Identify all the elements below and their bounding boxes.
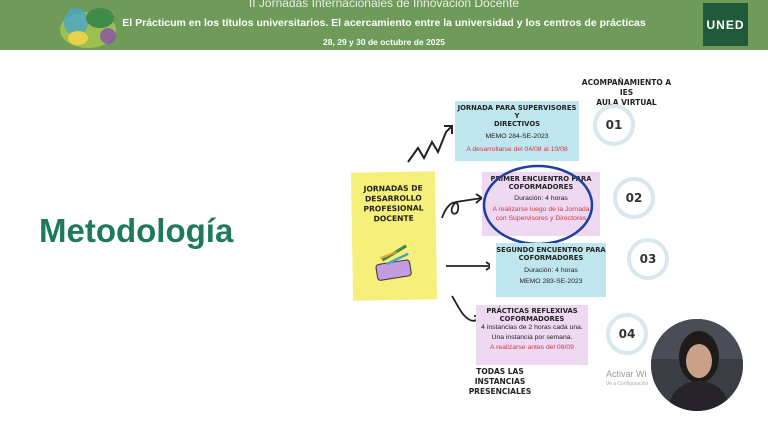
- center-box-jornadas: JORNADAS DE DESARROLLO PROFESIONAL DOCEN…: [350, 171, 438, 301]
- banner-dates: 28, 29 y 30 de octubre de 2025: [323, 37, 445, 47]
- side-header: ACOMPAÑAMIENTO A IES AULA VIRTUAL: [574, 78, 679, 108]
- item-box-01: JORNADA PARA SUPERVISORES Y DIRECTIVOS M…: [455, 101, 579, 161]
- item-box-02: PRIMER ENCUENTRO PARA COFORMADORES Durac…: [482, 172, 600, 236]
- number-circle-02: 02: [613, 177, 655, 219]
- item-title-line: JORNADA PARA SUPERVISORES Y: [457, 104, 577, 121]
- item-detail: MEMO 284-SE-2023: [485, 133, 549, 141]
- item-title-line: COFORMADORES: [499, 315, 565, 324]
- item-detail: Duración: 4 horas: [514, 195, 568, 203]
- center-box-line: JORNADAS DE: [363, 183, 423, 194]
- webcam-presenter-video[interactable]: [651, 319, 743, 411]
- side-header-line: ACOMPAÑAMIENTO A IES: [581, 78, 672, 98]
- item-highlight: A desarrollarse del 04/08 al 10/08: [466, 145, 568, 153]
- footer-note: TODAS LAS INSTANCIAS PRESENCIALES: [450, 367, 550, 397]
- item-detail: Duración: 4 horas: [524, 267, 578, 275]
- item-title-line: PRIMER ENCUENTRO PARA: [490, 175, 592, 183]
- activate-windows-subtext: Ve a Configuración: [606, 381, 649, 387]
- event-banner: II Jornadas Internacionales de Innovació…: [0, 0, 768, 50]
- slide-heading: Metodología: [39, 212, 234, 249]
- item-detail: Una instancia por semana.: [491, 334, 573, 342]
- item-title-line: PRÁCTICAS REFLEXIVAS: [486, 307, 578, 315]
- center-box-line: DOCENTE: [373, 213, 414, 223]
- uned-logo: UNED: [703, 3, 748, 46]
- banner-title: II Jornadas Internacionales de Innovació…: [248, 0, 520, 10]
- item-highlight: A realizarse antes del 08/09: [490, 344, 574, 351]
- number-circle-04: 04: [606, 313, 648, 355]
- item-detail: MEMO 283-SE-2023: [519, 277, 583, 285]
- item-title: PRÁCTICAS REFLEXIVAS COFORMADORES: [476, 305, 588, 323]
- item-title-line: DIRECTIVOS: [493, 120, 540, 129]
- footer-note-line: TODAS LAS INSTANCIAS: [474, 367, 526, 387]
- item-highlight: con Supervisores y Directores: [495, 214, 587, 222]
- arrows-decoration: [407, 125, 490, 322]
- item-title-line: COFORMADORES: [518, 254, 584, 263]
- number-circle-03: 03: [627, 238, 669, 280]
- activate-windows-text: Activar Wi: [606, 369, 647, 379]
- item-box-03: SEGUNDO ENCUENTRO PARA COFORMADORES Dura…: [496, 243, 606, 297]
- item-detail: 4 instancias de 2 horas cada una.: [481, 324, 583, 332]
- item-title: SEGUNDO ENCUENTRO PARA COFORMADORES: [496, 243, 606, 262]
- pencil-case-icon: [375, 244, 412, 281]
- banner-subtitle: El Prácticum en los títulos universitari…: [122, 17, 646, 29]
- center-box-line: PROFESIONAL: [363, 203, 424, 214]
- item-title: PRIMER ENCUENTRO PARA COFORMADORES: [482, 172, 600, 191]
- item-highlight: A realizarse luego de la Jornada: [492, 205, 590, 213]
- footer-note-line: PRESENCIALES: [468, 387, 532, 397]
- presenter-silhouette-icon: [651, 319, 743, 411]
- item-box-04: PRÁCTICAS REFLEXIVAS COFORMADORES 4 inst…: [476, 305, 588, 365]
- number-circle-01: 01: [593, 104, 635, 146]
- highlight-circle-icon: [482, 164, 594, 246]
- plant-decoration-icon: [60, 8, 116, 48]
- center-box-title: JORNADAS DE DESARROLLO PROFESIONAL DOCEN…: [351, 171, 436, 224]
- item-title-line: COFORMADORES: [508, 183, 574, 192]
- item-title: JORNADA PARA SUPERVISORES Y DIRECTIVOS: [455, 101, 579, 128]
- item-title-line: SEGUNDO ENCUENTRO PARA: [496, 246, 606, 254]
- side-header-line: AULA VIRTUAL: [596, 98, 657, 108]
